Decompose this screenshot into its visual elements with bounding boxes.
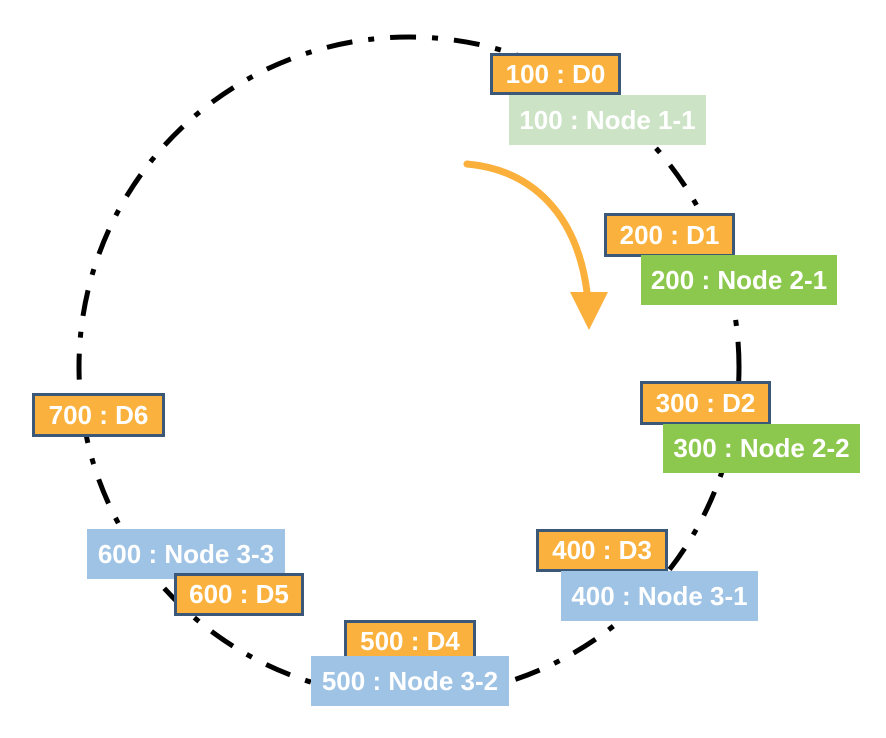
data-label-d0: 100 : D0	[490, 53, 621, 95]
data-label-d4: 500 : D4	[344, 620, 476, 663]
node-label-1-1: 100 : Node 1-1	[509, 95, 706, 145]
data-label-d5: 600 : D5	[174, 573, 304, 616]
node-label-2-2: 300 : Node 2-2	[663, 424, 860, 473]
node-label-2-1: 200 : Node 2-1	[641, 255, 837, 305]
node-label-3-2: 500 : Node 3-2	[311, 656, 509, 706]
node-label-3-1: 400 : Node 3-1	[561, 571, 758, 621]
clockwise-arrow-icon	[463, 160, 608, 330]
data-label-d1: 200 : D1	[604, 213, 735, 257]
data-label-d3: 400 : D3	[536, 529, 668, 572]
node-label-3-3: 600 : Node 3-3	[87, 529, 285, 579]
data-label-d2: 300 : D2	[640, 381, 771, 425]
data-label-d6: 700 : D6	[32, 393, 165, 437]
